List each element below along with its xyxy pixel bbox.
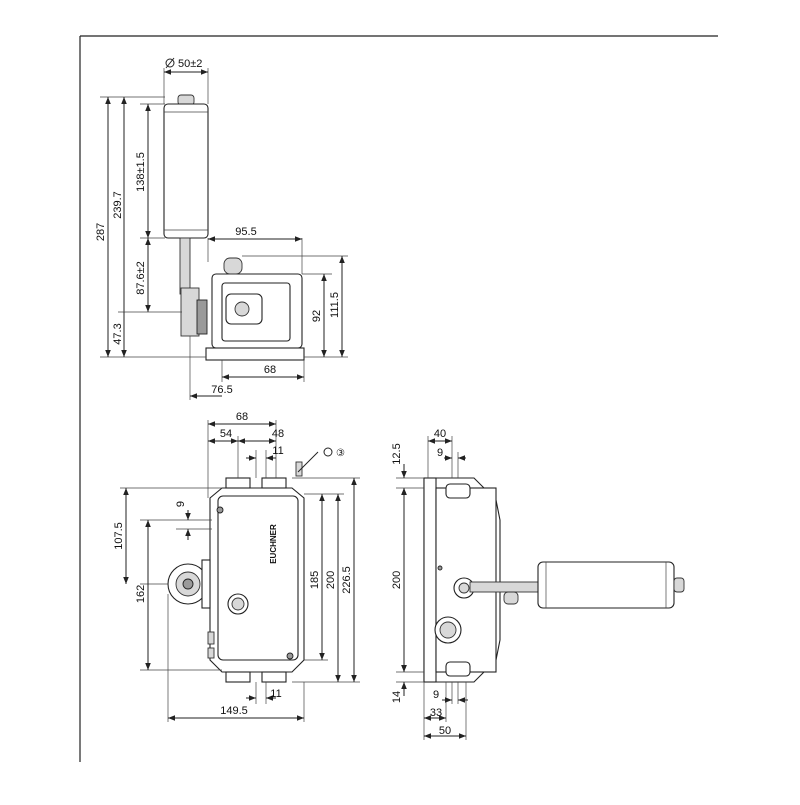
dim-162: 162 <box>135 585 147 603</box>
side-bottom-dims <box>189 336 305 400</box>
front-bottom-dims <box>167 594 305 722</box>
dim-9-top-right: 9 <box>437 447 443 459</box>
dim-185: 185 <box>309 571 321 589</box>
front-brand-label: EUCHNER <box>269 524 278 564</box>
dim-diameter: 50±2 <box>178 58 202 70</box>
dim-33: 33 <box>430 707 442 719</box>
right-lever <box>469 561 685 609</box>
right-view: 40 9 12.5 200 14 9 <box>391 428 685 740</box>
dim-107-5: 107.5 <box>113 522 125 550</box>
dim-95-5: 95.5 <box>235 226 256 238</box>
right-body <box>423 477 501 683</box>
right-top-dims <box>427 436 466 478</box>
callout-3: ③ <box>336 448 345 459</box>
side-right-dims <box>242 255 348 358</box>
front-right-dims <box>292 477 360 683</box>
dim-47-3: 47.3 <box>112 323 124 344</box>
front-body <box>207 461 305 683</box>
dim-40: 40 <box>434 428 446 440</box>
dim-239-7: 239.7 <box>112 191 124 219</box>
side-rod <box>179 237 191 295</box>
dim-68-front: 68 <box>236 411 248 423</box>
right-bottom-dims <box>423 682 468 740</box>
dim-14: 14 <box>391 691 403 703</box>
dim-200-right: 200 <box>391 571 403 589</box>
front-lever-knob <box>167 559 211 609</box>
right-left-dims <box>396 464 424 696</box>
front-top-dims <box>207 420 277 498</box>
dim-138: 138±1.5 <box>135 152 147 192</box>
dim-149-5: 149.5 <box>220 705 248 717</box>
dim-92: 92 <box>311 310 323 322</box>
drawing-frame <box>79 35 718 762</box>
dim-87-6: 87.6±2 <box>135 261 147 295</box>
dim-48: 48 <box>272 428 284 440</box>
dim-11-bottom: 11 <box>270 688 281 700</box>
side-body <box>205 257 305 361</box>
dim-200-front: 200 <box>325 571 337 589</box>
dim-111-5: 111.5 <box>329 292 341 318</box>
dim-9-bottom-right: 9 <box>433 689 439 701</box>
side-lever-arm <box>180 287 200 337</box>
dim-68-side: 68 <box>264 364 276 376</box>
dim-12-5: 12.5 <box>391 443 403 464</box>
side-view: 287 239.7 138±1.5 87.6±2 47.3 50±2 95.5 <box>95 57 348 400</box>
dim-50: 50 <box>439 725 451 737</box>
dim-54: 54 <box>220 428 232 440</box>
side-knob <box>163 94 209 239</box>
side-diameter-dim <box>163 57 209 104</box>
dim-76-5: 76.5 <box>211 384 232 396</box>
front-left-dims <box>120 487 222 671</box>
dim-287: 287 <box>95 223 107 241</box>
dim-11-top: 11 <box>272 445 283 457</box>
front-callout <box>297 447 333 473</box>
side-left-dims <box>100 96 206 358</box>
dim-226-5: 226.5 <box>341 566 353 594</box>
dim-9-left: 9 <box>175 501 187 507</box>
front-view: EUCHNER 68 54 48 11 ③ <box>113 411 360 722</box>
